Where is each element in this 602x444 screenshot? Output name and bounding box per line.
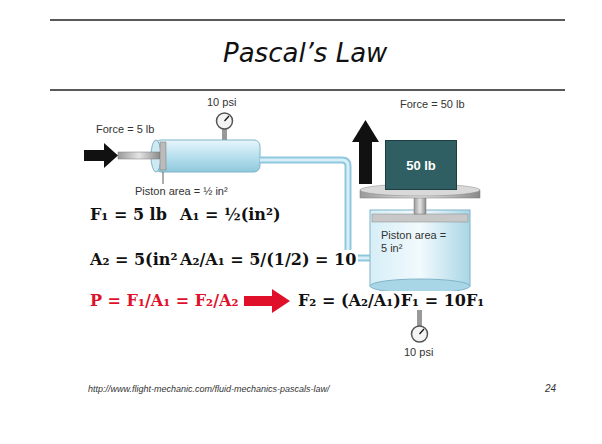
weight-block: 50 lb bbox=[385, 140, 457, 190]
piston-area-label: Piston area = ½ in² bbox=[135, 185, 228, 197]
equation: A₂/A₁ = 5/(1/2) = 10 bbox=[178, 250, 358, 269]
page-number: 24 bbox=[545, 383, 556, 394]
weight-label: 50 lb bbox=[406, 158, 436, 173]
gauge-label: 10 psi bbox=[207, 96, 236, 108]
slide-title: Pascal’s Law bbox=[223, 38, 387, 68]
source-url: http://www.flight-mechanic.com/fluid-mec… bbox=[88, 384, 330, 394]
force-label: Force = 5 lb bbox=[96, 123, 154, 135]
piston-area-label: Piston area = 5 in² bbox=[381, 229, 453, 254]
equation: A₁ = ½(in²) bbox=[178, 205, 283, 224]
equation: A₂ = 5(in²) bbox=[88, 250, 187, 269]
force-label: Force = 50 lb bbox=[400, 98, 465, 110]
gauge-label: 10 psi bbox=[404, 346, 433, 358]
equation: P = F₁/A₁ = F₂/A₂ bbox=[88, 291, 240, 310]
equation: F₁ = 5 lb bbox=[88, 205, 169, 224]
equation: F₂ = (A₂/A₁)F₁ = 10F₁ bbox=[296, 291, 486, 310]
